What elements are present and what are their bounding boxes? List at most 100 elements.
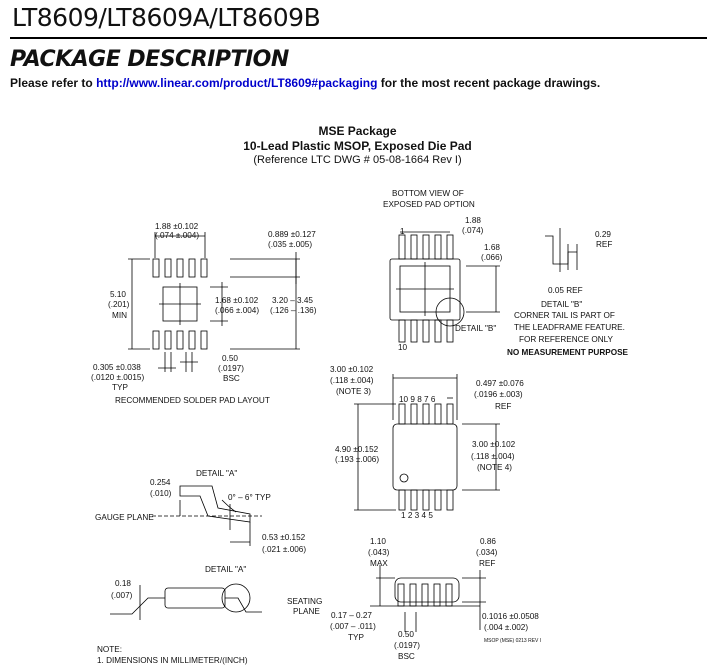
- solder-dim-bl-in: (.0120 ±.0015): [91, 373, 144, 382]
- solder-dim-top: 1.88 ±0.102: [155, 222, 199, 231]
- detail-a-labels: 0.18 (.007) DETAIL "A": [111, 565, 246, 600]
- side-ref-dim-ref: REF: [479, 559, 495, 568]
- solder-dim-mid: 1.68 ±0.102: [215, 296, 259, 305]
- gauge-detail-a: DETAIL "A": [196, 469, 237, 478]
- top-view-labels: 3.00 ±0.102 (.118 ±.004) (NOTE 3) 0.497 …: [330, 365, 524, 520]
- side-seating1: SEATING: [287, 597, 322, 606]
- solder-dim-left-min: MIN: [112, 311, 127, 320]
- detail-a-label: DETAIL "A": [205, 565, 246, 574]
- top-dim-w-note: (NOTE 3): [336, 387, 371, 396]
- bottom-dim2: 1.68: [484, 243, 500, 252]
- detail-b-note2: THE LEADFRAME FEATURE.: [514, 323, 625, 332]
- side-ref-dim: 0.86: [480, 537, 496, 546]
- top-dim-body-note: (NOTE 4): [477, 463, 512, 472]
- detail-b-note3: FOR REFERENCE ONLY: [519, 335, 614, 344]
- side-height: 1.10: [370, 537, 386, 546]
- detail-a-dim: 0.18: [115, 579, 131, 588]
- top-dim-lead-in: (.0196 ±.003): [474, 390, 523, 399]
- top-pins-bottom: 1 2 3 4 5: [401, 511, 433, 520]
- top-view: [354, 374, 500, 511]
- solder-dim-left-in: (.201): [108, 300, 130, 309]
- side-lead-w: 0.17 – 0.27: [331, 611, 372, 620]
- bottom-view-exposed-pad: [389, 231, 500, 343]
- solder-dim-bl-typ: TYP: [112, 383, 128, 392]
- side-standoff: 0.1016 ±0.0508: [482, 612, 539, 621]
- detail-b-note1: CORNER TAIL IS PART OF: [514, 311, 615, 320]
- bottom-detail-b: DETAIL "B": [455, 324, 496, 333]
- gauge-plane-view: [152, 485, 262, 546]
- gauge-angle: 0° – 6° TYP: [228, 493, 271, 502]
- detail-b-dim2: 0.05 REF: [548, 286, 583, 295]
- top-dim-lead-ref: REF: [495, 402, 511, 411]
- detail-b-view: [545, 228, 578, 272]
- side-code: MSOP (MSE) 0213 REV I: [484, 638, 541, 644]
- header-rule: [10, 37, 707, 39]
- bottom-dim1-in: (.074): [462, 226, 484, 235]
- bottom-dim1: 1.88: [465, 216, 481, 225]
- reference-suffix: for the most recent package drawings.: [380, 76, 601, 90]
- reference-prefix: Please refer to: [10, 76, 93, 90]
- solder-pad-layout: [128, 232, 300, 372]
- detail-a-view: [110, 583, 262, 620]
- bottom-dim2-in: (.066): [481, 253, 503, 262]
- detail-b-title: DETAIL "B": [541, 300, 582, 309]
- bottom-pin1: 1: [400, 227, 405, 236]
- solder-dim-bl: 0.305 ±0.038: [93, 363, 141, 372]
- solder-dim-tr: 0.889 ±0.127: [268, 230, 316, 239]
- top-pins-top: 10 9 8 7 6: [399, 395, 436, 404]
- solder-dim-left: 5.10: [110, 290, 126, 299]
- part-number-header: LT8609/LT8609A/LT8609B: [12, 3, 321, 32]
- solder-dim-pitch: 0.50: [222, 354, 238, 363]
- top-dim-w-in: (.118 ±.004): [330, 376, 374, 385]
- detail-a-dim-in: (.007): [111, 591, 133, 600]
- bottom-pin10: 10: [398, 343, 408, 352]
- detail-b-labels: 0.29 REF 0.05 REF DETAIL "B" CORNER TAIL…: [507, 230, 629, 357]
- solder-pad-labels: 1.88 ±0.102 (.074 ±.004) 0.889 ±0.127 (.…: [91, 222, 317, 405]
- gauge-dim1: 0.254: [150, 478, 171, 487]
- package-dwg-ref: (Reference LTC DWG # 05-08-1664 Rev I): [253, 154, 462, 166]
- side-standoff-in: (.004 ±.002): [484, 623, 528, 632]
- reference-line: Please refer to http://www.linear.com/pr…: [10, 76, 600, 90]
- package-name: MSE Package: [318, 124, 397, 138]
- side-view-labels: 1.10 (.043) MAX 0.86 (.034) REF SEATING …: [287, 537, 541, 661]
- section-title: PACKAGE DESCRIPTION: [10, 47, 289, 72]
- packaging-link[interactable]: http://www.linear.com/product/LT8609#pac…: [96, 76, 378, 90]
- side-height-in: (.043): [368, 548, 390, 557]
- top-dim-h: 4.90 ±0.152: [335, 445, 379, 454]
- detail-b-ref: REF: [596, 240, 612, 249]
- gauge-dim2-in: (.021 ±.006): [262, 545, 306, 554]
- gauge-dim1-in: (.010): [150, 489, 172, 498]
- side-pitch: 0.50: [398, 630, 414, 639]
- solder-dim-right-in: (.126 – .136): [270, 306, 317, 315]
- package-subtitle: 10-Lead Plastic MSOP, Exposed Die Pad: [243, 139, 472, 153]
- bottom-view-title1: BOTTOM VIEW OF: [392, 189, 464, 198]
- top-dim-w: 3.00 ±0.102: [330, 365, 374, 374]
- notes: NOTE: 1. DIMENSIONS IN MILLIMETER/(INCH): [97, 645, 248, 665]
- side-pitch-bsc: BSC: [398, 652, 415, 661]
- bottom-view-title2: EXPOSED PAD OPTION: [383, 200, 475, 209]
- top-dim-body: 3.00 ±0.102: [472, 440, 516, 449]
- gauge-labels: 0.254 (.010) DETAIL "A" 0° – 6° TYP GAUG…: [95, 469, 306, 554]
- bottom-view-labels: BOTTOM VIEW OF EXPOSED PAD OPTION 1.88 (…: [383, 189, 503, 352]
- solder-caption: RECOMMENDED SOLDER PAD LAYOUT: [115, 396, 270, 405]
- side-view: [370, 565, 486, 632]
- side-height-max: MAX: [370, 559, 388, 568]
- top-dim-body-in: (.118 ±.004): [471, 452, 515, 461]
- gauge-plane-label: GAUGE PLANE: [95, 513, 154, 522]
- top-dim-lead: 0.497 ±0.076: [476, 379, 524, 388]
- side-lead-w-typ: TYP: [348, 633, 364, 642]
- solder-dim-mid-in: (.066 ±.004): [215, 306, 259, 315]
- solder-dim-right: 3.20 – 3.45: [272, 296, 313, 305]
- side-seating2: PLANE: [293, 607, 320, 616]
- detail-b-note4: NO MEASUREMENT PURPOSE: [507, 348, 629, 357]
- side-pitch-in: (.0197): [394, 641, 420, 650]
- notes-title: NOTE:: [97, 645, 122, 654]
- solder-dim-pitch-in: (.0197): [218, 364, 244, 373]
- notes-n1: 1. DIMENSIONS IN MILLIMETER/(INCH): [97, 656, 248, 665]
- solder-dim-top-in: (.074 ±.004): [155, 231, 199, 240]
- detail-b-dim: 0.29: [595, 230, 611, 239]
- top-dim-h-in: (.193 ±.006): [335, 455, 379, 464]
- solder-dim-pitch-bsc: BSC: [223, 374, 240, 383]
- gauge-dim2: 0.53 ±0.152: [262, 533, 306, 542]
